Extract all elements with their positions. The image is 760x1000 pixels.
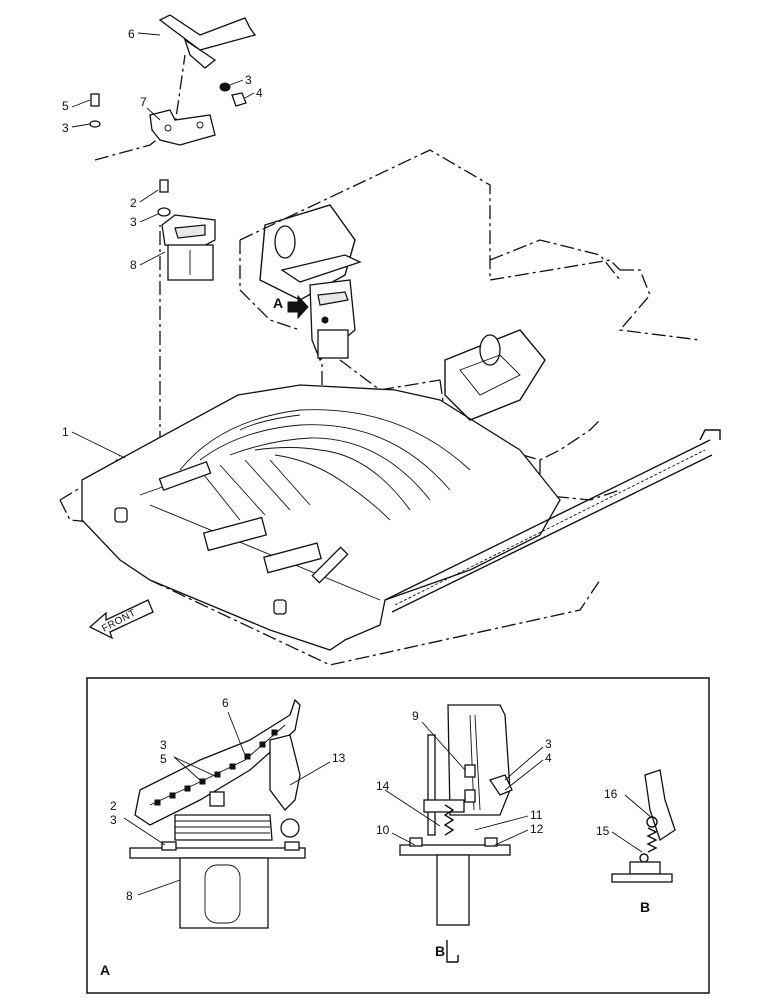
valve-part-8 xyxy=(161,214,216,281)
pedal-part-6 xyxy=(158,14,257,69)
floor-plate xyxy=(81,384,721,651)
callout-3-left: 3 xyxy=(62,121,69,135)
detail-a-label-8: 8 xyxy=(126,889,133,903)
callout-5: 5 xyxy=(62,99,69,113)
bolt-part-4 xyxy=(219,82,247,107)
view-a-arrow: A xyxy=(273,294,309,320)
callout-7: 7 xyxy=(140,95,147,109)
detail-b-section-label-9: 9 xyxy=(412,709,419,723)
detail-a-label-5: 5 xyxy=(160,752,167,766)
detail-b-section-label-12: 12 xyxy=(530,822,544,836)
left-console xyxy=(259,204,362,362)
callout-3-mid: 3 xyxy=(130,215,137,229)
front-direction-arrow: FRONT xyxy=(88,599,154,640)
detail-a-label-2: 2 xyxy=(110,799,117,813)
detail-frame xyxy=(86,677,710,994)
detail-b-section-label-10: 10 xyxy=(376,823,390,837)
detail-b-title: B xyxy=(640,899,650,915)
detail-b-section-title: B xyxy=(435,943,445,959)
detail-a-label-3: 3 xyxy=(160,738,167,752)
view-a-marker: A xyxy=(273,295,283,311)
main-leader-lines xyxy=(71,32,255,459)
detail-a-label-3b: 3 xyxy=(110,813,117,827)
right-console xyxy=(444,329,546,421)
callout-3-top: 3 xyxy=(245,73,252,87)
detail-a-title: A xyxy=(100,962,110,978)
detail-b-section-label-4: 4 xyxy=(545,751,552,765)
detail-b-section-label-3: 3 xyxy=(545,737,552,751)
callout-8: 8 xyxy=(130,258,137,272)
callout-4: 4 xyxy=(256,86,263,100)
detail-b-section-label-14: 14 xyxy=(376,779,390,793)
bolt-part-5 xyxy=(89,93,101,128)
bolt-part-2 xyxy=(157,179,171,217)
main-callouts: 6 3 4 5 3 7 2 3 8 1 xyxy=(62,27,263,439)
detail-b-section-label-11: 11 xyxy=(530,808,543,822)
detail-a-label-6: 6 xyxy=(222,696,229,710)
bracket-part-7 xyxy=(149,109,216,146)
callout-6: 6 xyxy=(128,27,135,41)
detail-b: 16 15 B xyxy=(596,769,676,915)
main-exploded-view: A xyxy=(59,14,721,666)
detail-b-label-16: 16 xyxy=(604,787,618,801)
detail-b-section: 9 3 4 14 11 10 12 B xyxy=(376,704,552,963)
callout-1: 1 xyxy=(62,425,69,439)
detail-a: 6 3 5 13 2 3 8 A xyxy=(100,696,346,978)
callout-2: 2 xyxy=(130,196,137,210)
detail-b-label-15: 15 xyxy=(596,824,610,838)
detail-a-label-13: 13 xyxy=(332,751,346,765)
